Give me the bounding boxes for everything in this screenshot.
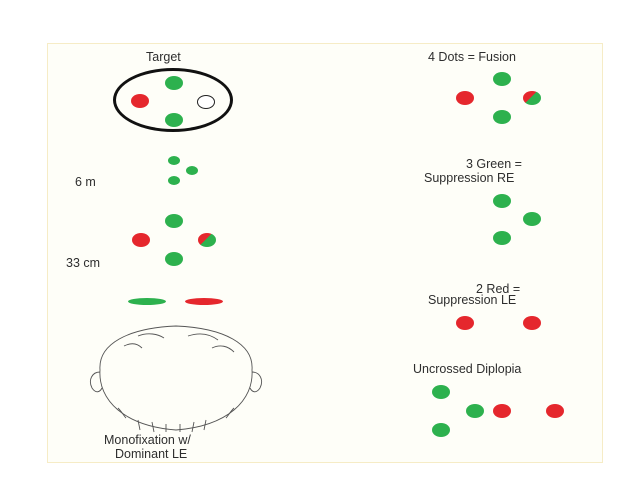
fusion-label: 4 Dots = Fusion: [428, 50, 516, 64]
fusion-green-dot-top: [493, 72, 511, 86]
target-white-dot: [197, 95, 215, 109]
6m-dot-top: [168, 156, 180, 165]
monofixation-label-line2: Dominant LE: [115, 447, 188, 461]
green-dot-bottom: [493, 231, 511, 245]
green-dot-top: [493, 194, 511, 208]
fusion-mixed-dot: [523, 91, 541, 105]
distance-6m-label: 6 m: [75, 175, 96, 189]
distance-33cm-label: 33 cm: [66, 256, 101, 270]
diplopia-green-dot-right: [466, 404, 484, 418]
red-suppression-label-line1: 2 Red =: [476, 282, 521, 296]
6m-dot-bottom: [168, 176, 180, 185]
target-ring: [113, 68, 233, 132]
diplopia-red-dot-left: [493, 404, 511, 418]
6m-dot-right: [186, 166, 198, 175]
green-suppression-label-line1: 3 Green =: [466, 157, 522, 171]
diplopia-red-dot-right: [546, 404, 564, 418]
green-lens-bar: [128, 298, 166, 305]
green-suppression-label-line2: Suppression RE: [424, 171, 515, 185]
green-dot-right: [523, 212, 541, 226]
target-green-dot-bottom: [165, 113, 183, 127]
target-green-dot-top: [165, 76, 183, 90]
red-lens-bar: [185, 298, 223, 305]
target-label: Target: [146, 50, 181, 64]
diplopia-green-dot-bottom: [432, 423, 450, 437]
fusion-green-dot-bottom: [493, 110, 511, 124]
red-dot-left: [456, 316, 474, 330]
monofixation-label-line1: Monofixation w/: [104, 433, 191, 447]
33cm-red-dot: [132, 233, 150, 247]
head-top-view-icon: [89, 325, 263, 433]
33cm-mixed-dot: [198, 233, 216, 247]
33cm-green-dot-top: [165, 214, 183, 228]
diplopia-green-dot-top: [432, 385, 450, 399]
fusion-red-dot: [456, 91, 474, 105]
33cm-green-dot-bottom: [165, 252, 183, 266]
red-dot-right: [523, 316, 541, 330]
diplopia-label: Uncrossed Diplopia: [413, 362, 522, 376]
red-suppression-label-line2: Suppression LE: [428, 293, 517, 307]
target-red-dot: [131, 94, 149, 108]
